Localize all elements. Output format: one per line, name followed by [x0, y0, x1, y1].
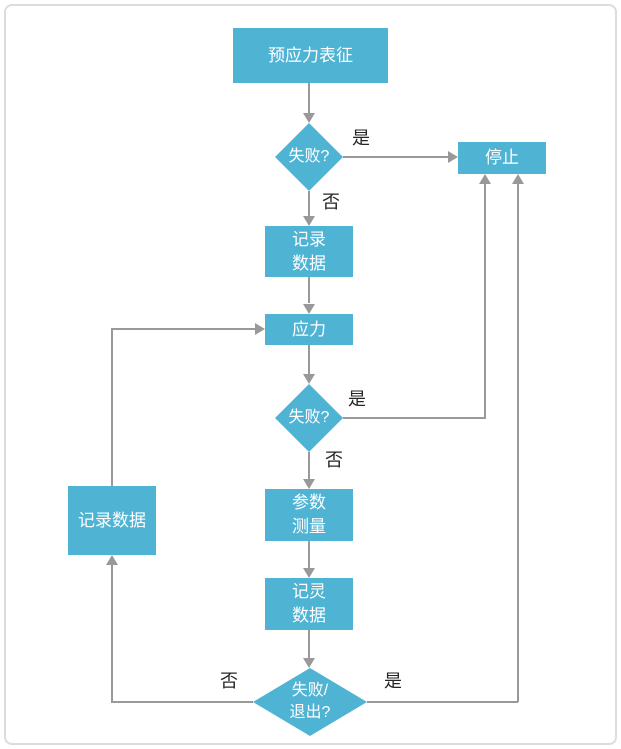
edge-label-fail2-no: 否	[325, 450, 343, 470]
edge-fail1-record-line	[308, 191, 310, 216]
edge-fail2-stop-hline	[343, 417, 486, 419]
edge-recordleft-stress-vline	[111, 329, 113, 486]
node-decision-fail-exit: 失败/ 退出?	[253, 668, 367, 736]
edge-fail2-stop-vline	[484, 184, 486, 419]
arrowhead-down-icon	[303, 479, 315, 489]
edge-fail3-stop-hline	[367, 701, 518, 703]
edge-label-fail3-no: 否	[220, 671, 238, 691]
arrowhead-down-icon	[303, 304, 315, 314]
edge-fail3-stop-vline	[517, 184, 519, 702]
edge-record-stress-line	[308, 277, 310, 303]
edge-param-record-line	[308, 541, 310, 568]
arrowhead-down-icon	[303, 113, 315, 123]
edge-stress-fail2-line	[308, 345, 310, 374]
arrowhead-up-icon	[106, 555, 118, 565]
node-start: 预应力表征	[233, 28, 388, 83]
arrowhead-down-icon	[303, 568, 315, 578]
arrowhead-down-icon	[303, 374, 315, 384]
edge-start-fail1-line	[308, 83, 310, 115]
arrowhead-right-icon	[255, 323, 265, 335]
edge-record-fail3-line	[308, 630, 310, 658]
edge-fail3-recordleft-vline	[111, 565, 113, 703]
edge-recordleft-stress-hline	[111, 328, 255, 330]
node-stress: 应力	[265, 314, 353, 345]
arrowhead-up-icon	[479, 174, 491, 184]
node-record-data-mid: 记灵 数据	[265, 578, 353, 630]
arrowhead-up-icon	[512, 174, 524, 184]
node-record-data-left: 记录数据	[68, 486, 156, 555]
edge-fail2-param-line	[308, 452, 310, 479]
arrowhead-right-icon	[448, 151, 458, 163]
node-parameter-measure: 参数 测量	[265, 489, 353, 541]
node-record-data-top: 记录 数据	[265, 226, 353, 277]
edge-fail3-recordleft-hline	[112, 701, 253, 703]
edge-label-fail1-no: 否	[322, 192, 340, 212]
node-decision-fail1: 失败?	[275, 123, 343, 191]
edge-label-fail2-yes: 是	[348, 389, 366, 409]
edge-label-fail1-yes: 是	[352, 128, 370, 148]
node-decision-fail2: 失败?	[275, 384, 343, 452]
edge-label-fail3-yes: 是	[384, 671, 402, 691]
node-stop: 停止	[458, 142, 546, 174]
arrowhead-down-icon	[303, 216, 315, 226]
edge-fail1-stop-line	[343, 156, 448, 158]
arrowhead-down-icon	[303, 658, 315, 668]
